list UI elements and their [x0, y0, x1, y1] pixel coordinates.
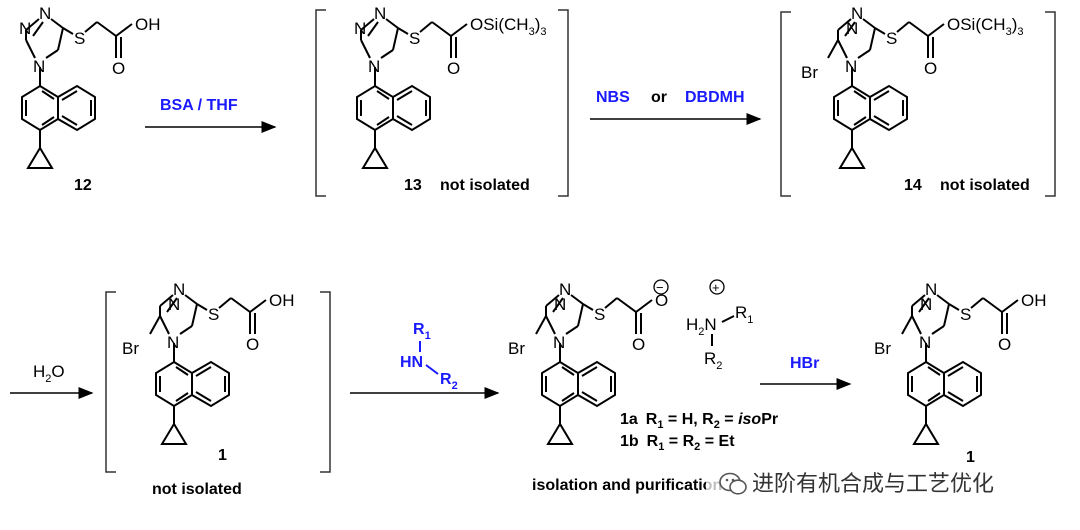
- wechat-icon: [719, 472, 747, 495]
- bracket-14: [780, 11, 1056, 197]
- watermark: 进阶有机合成与工艺优化: [706, 466, 1062, 500]
- atom-s: S: [208, 305, 219, 324]
- atom-br: Br: [801, 63, 818, 82]
- atom-osi: OSi(CH3)3: [947, 15, 1023, 38]
- reagent-h2o: H2O: [33, 362, 65, 385]
- minus-sign: −: [656, 280, 664, 295]
- atom-n4: N: [368, 57, 380, 76]
- arrow-step-2: NBS or DBDMH: [590, 89, 762, 125]
- isolation-label: isolation and purification: [532, 477, 722, 494]
- atom-s: S: [74, 29, 85, 48]
- arrow-step-5: HBr: [760, 355, 852, 390]
- atom-n1: N: [19, 19, 31, 38]
- arrow-step-3: H2O: [10, 362, 94, 399]
- atom-n2: N: [559, 280, 571, 299]
- plus-charge: [709, 279, 725, 295]
- compound-label-1-final: 1: [966, 449, 975, 466]
- compound-14: Br N N N S O OSi(CH3)3 14 not isolated: [801, 4, 1030, 194]
- compound-12: N N N S OH O 12: [19, 4, 161, 194]
- amine-r1: R1: [413, 321, 431, 342]
- atom-br: Br: [874, 339, 891, 358]
- atom-n1: N: [554, 295, 566, 314]
- reagent-dbdmh: DBDMH: [685, 89, 745, 106]
- atom-n1: N: [354, 19, 366, 38]
- not-isolated-13: not isolated: [440, 177, 530, 194]
- compound-label-12: 12: [74, 177, 92, 194]
- reagent-nbs: NBS: [596, 89, 630, 106]
- arrow-step-4: R1 HN R2: [350, 321, 500, 399]
- atom-oh: OH: [1021, 291, 1047, 310]
- atom-oh: OH: [135, 15, 161, 34]
- atom-oh: OH: [269, 291, 295, 310]
- atom-s: S: [960, 305, 971, 324]
- atom-n2: N: [925, 280, 937, 299]
- atom-n2: N: [374, 4, 386, 23]
- not-isolated-14: not isolated: [940, 177, 1030, 194]
- amine-r2: R2: [440, 371, 458, 392]
- compound-1-crude: Br N N N S OH O 1 not isolated: [122, 280, 295, 498]
- atom-n2: N: [39, 4, 51, 23]
- atom-n4: N: [167, 333, 179, 352]
- compound-13: N N N S O OSi(CH3)3 13 not isolated: [354, 4, 546, 194]
- atom-o: O: [112, 59, 125, 78]
- not-isolated-1: not isolated: [152, 481, 242, 498]
- atom-o: O: [998, 335, 1011, 354]
- atom-s: S: [409, 29, 420, 48]
- compound-label-1: 1: [218, 447, 227, 464]
- atom-n4: N: [919, 333, 931, 352]
- compound-label-13: 13: [404, 177, 422, 194]
- atom-n4: N: [33, 57, 45, 76]
- atom-s: S: [594, 305, 605, 324]
- atom-osi: OSi(CH3)3: [470, 15, 546, 38]
- bracket-13: [315, 9, 569, 197]
- arrow-step-1: BSA / THF: [145, 97, 277, 133]
- bracket-1: [105, 291, 331, 473]
- minus-charge: [653, 279, 669, 295]
- atom-n2: N: [851, 4, 863, 23]
- atom-o-anion: O: [655, 291, 668, 310]
- reagent-hbr: HBr: [790, 355, 819, 372]
- atom-o: O: [246, 335, 259, 354]
- atom-br: Br: [508, 339, 525, 358]
- reagent-bsa-thf: BSA / THF: [160, 97, 238, 114]
- atom-n2: N: [173, 280, 185, 299]
- atom-o: O: [924, 59, 937, 78]
- ammonium-r1: R1: [735, 303, 753, 326]
- compound-1-final: Br N N N S OH O 1: [874, 280, 1047, 466]
- atom-n1: N: [920, 295, 932, 314]
- compound-label-14: 14: [904, 177, 922, 194]
- watermark-text: 进阶有机合成与工艺优化: [752, 472, 994, 497]
- atom-n4: N: [553, 333, 565, 352]
- atom-n4: N: [845, 57, 857, 76]
- amine-hn: HN: [400, 354, 423, 371]
- reagent-or: or: [651, 89, 667, 106]
- reagent-amine: R1 HN R2: [400, 321, 458, 392]
- atom-s: S: [886, 29, 897, 48]
- ammonium-h2n: H2N: [686, 315, 717, 338]
- atom-br: Br: [122, 339, 139, 358]
- atom-o: O: [632, 335, 645, 354]
- ammonium-r2: R2: [704, 349, 722, 372]
- atom-n1: N: [846, 19, 858, 38]
- atom-o: O: [447, 59, 460, 78]
- plus-sign: +: [712, 280, 720, 295]
- atom-n1: N: [168, 295, 180, 314]
